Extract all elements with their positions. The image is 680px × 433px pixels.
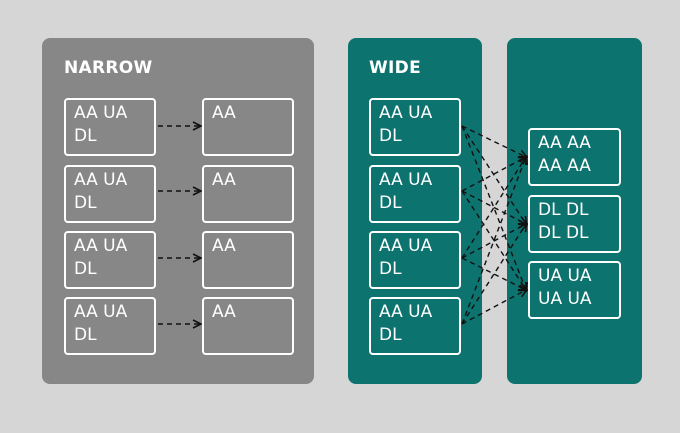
wide-source-box: AA UA DL	[369, 165, 461, 223]
wide-target-box-ua: UA UA UA UA	[528, 261, 621, 319]
narrow-source-box: AA UA DL	[64, 297, 156, 355]
wide-source-box: AA UA DL	[369, 297, 461, 355]
narrow-source-box: AA UA DL	[64, 165, 156, 223]
narrow-target-box: AA	[202, 165, 294, 223]
narrow-target-box: AA	[202, 231, 294, 289]
narrow-target-box: AA	[202, 98, 294, 156]
narrow-source-box: AA UA DL	[64, 231, 156, 289]
wide-source-box: AA UA DL	[369, 231, 461, 289]
wide-target-box-aa: AA AA AA AA	[528, 128, 621, 186]
wide-target-box-dl: DL DL DL DL	[528, 195, 621, 253]
narrow-target-box: AA	[202, 297, 294, 355]
narrow-title: NARROW	[64, 58, 153, 78]
wide-source-box: AA UA DL	[369, 98, 461, 156]
narrow-source-box: AA UA DL	[64, 98, 156, 156]
narrow-panel	[42, 38, 314, 384]
wide-title: WIDE	[369, 58, 422, 78]
